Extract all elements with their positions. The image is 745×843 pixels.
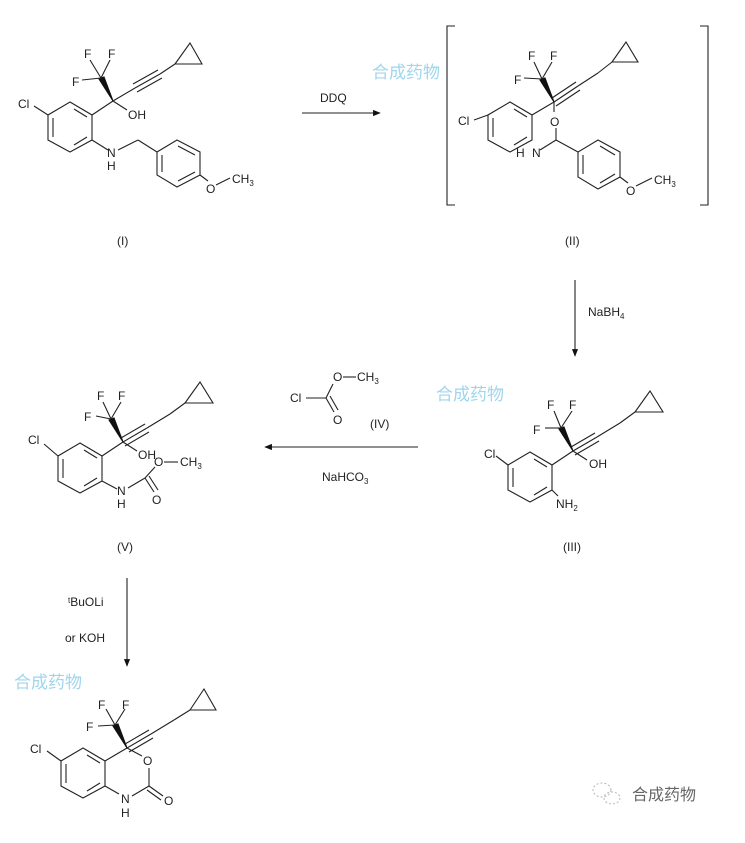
benzene-ring [487,101,533,153]
reagent-nahco3: NaHCO3 [322,470,369,486]
watermark: 合成药物 [372,63,440,83]
atom-o: O [154,455,163,469]
atom-oh: OH [589,457,607,471]
atom-ch3: CH3 [654,173,676,189]
atom-f: F [533,423,540,437]
atom-f: F [97,389,104,403]
cyclopropyl [183,381,214,404]
atom-n: N [121,792,130,806]
cyclopropyl [173,41,203,65]
compound-product: Cl F F F O O N H [30,687,217,820]
compound-label: (IV) [370,417,389,431]
compound-label: (II) [565,234,580,248]
atom-o-ring: O [143,754,152,768]
atom-o: O [626,184,635,198]
compound-III: Cl F F F OH NH2 (III) [484,390,664,554]
atom-f: F [108,47,115,61]
atom-o: O [206,182,215,196]
compound-label: (III) [563,540,581,554]
compound-label: (V) [117,540,133,554]
atom-h: H [121,806,130,820]
atom-o-ring: O [550,115,559,129]
atom-f: F [569,398,576,412]
cyclopropyl [633,390,664,413]
compound-V: Cl F F F OH N H O CH3 O (V) [28,381,214,554]
atom-oh: OH [138,448,156,462]
bracket-right [700,25,709,206]
wechat-icon [592,782,621,805]
reagent-tbuoli: tBuOLi [68,595,104,609]
logo-text: 合成药物 [632,785,696,804]
atom-ch3: CH3 [180,455,202,471]
atom-cl: Cl [484,447,495,461]
atom-o: O [333,413,342,427]
atom-oh: OH [128,108,146,122]
atom-f: F [86,720,93,734]
atom-f: F [98,698,105,712]
atom-f: F [118,389,125,403]
atom-f: F [550,49,557,63]
atom-nh2: NH2 [556,497,578,513]
atom-n: N [532,146,541,160]
compound-label: (I) [117,234,128,248]
wechat-logo: 合成药物 [592,782,696,805]
benzene-ring [60,747,106,799]
benzene-ring [507,451,553,503]
atom-h: H [117,497,126,511]
compound-I: Cl F F F OH N H O CH3 (I) [18,41,254,248]
atom-f: F [122,698,129,712]
atom-cl: Cl [18,97,29,111]
benzene-ring [156,139,201,188]
atom-f: F [528,49,535,63]
reagent-ddq: DDQ [320,91,347,105]
atom-cl: Cl [458,114,469,128]
atom-n: N [107,146,116,160]
benzene-ring [577,139,621,190]
atom-f: F [72,75,79,89]
benzene-ring [47,101,93,153]
atom-ch3: CH3 [357,370,379,386]
watermark: 合成药物 [436,385,504,405]
atom-n: N [117,484,126,498]
atom-h: H [107,159,116,173]
reagent-nabh4: NaBH4 [588,305,625,321]
cyclopropyl [188,687,217,711]
compound-II: Cl F F F O N H O CH3 (II) [446,25,709,248]
atom-f: F [84,47,91,61]
atom-f: F [84,410,91,424]
atom-o: O [333,370,342,384]
watermark: 合成药物 [14,673,82,693]
atom-f: F [547,398,554,412]
benzene-ring [57,442,103,494]
atom-cl: Cl [30,742,41,756]
reagent-IV: Cl O CH3 O (IV) [290,370,389,431]
atom-f: F [514,73,521,87]
atom-cl: Cl [28,433,39,447]
atom-cl: Cl [290,391,301,405]
atom-ch3: CH3 [232,172,254,188]
atom-o: O [164,794,173,808]
atom-h: H [516,146,525,160]
reagent-koh: or KOH [65,631,105,645]
cyclopropyl [610,40,639,63]
atom-o: O [152,493,161,507]
bracket-left [446,25,455,206]
